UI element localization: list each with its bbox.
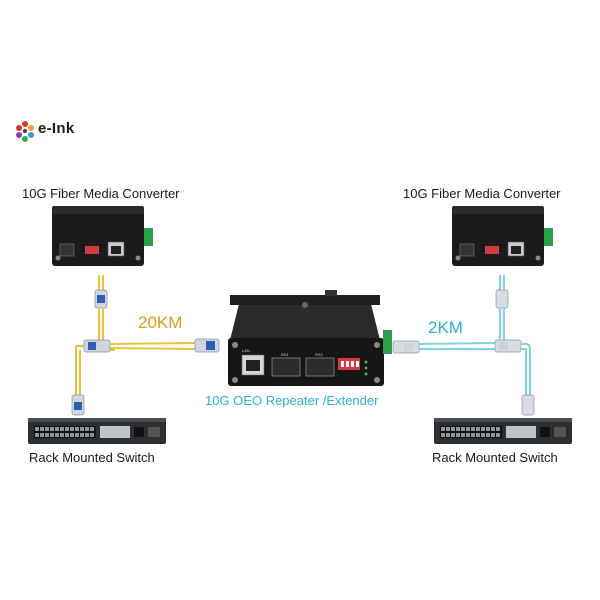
switch-port <box>65 433 69 437</box>
switch-port <box>441 427 445 431</box>
right-switch-label: Rack Mounted Switch <box>432 450 558 465</box>
switch-port <box>80 433 84 437</box>
left-switch-ports <box>34 426 160 438</box>
switch-port <box>85 433 89 437</box>
e-ink-logo-icon <box>16 121 34 142</box>
switch-port <box>456 433 460 437</box>
switch-port <box>491 427 495 431</box>
switch-port <box>45 433 49 437</box>
switch-port <box>90 427 94 431</box>
switch-port <box>466 427 470 431</box>
switch-port <box>90 433 94 437</box>
switch-port <box>75 433 79 437</box>
switch-port <box>476 427 480 431</box>
switch-port <box>486 427 490 431</box>
switch-port <box>496 433 500 437</box>
switch-port <box>451 433 455 437</box>
switch-port <box>451 427 455 431</box>
switch-port <box>45 427 49 431</box>
switch-port <box>476 433 480 437</box>
switch-port <box>461 427 465 431</box>
switch-port <box>466 433 470 437</box>
left-switch-label: Rack Mounted Switch <box>29 450 155 465</box>
oeo-repeater: LAN RX1 RX2 <box>228 290 392 386</box>
right-fiber-cable <box>392 275 535 416</box>
switch-port <box>446 427 450 431</box>
switch-port <box>471 433 475 437</box>
left-fiber-cable <box>71 275 220 416</box>
switch-port <box>80 427 84 431</box>
switch-port <box>50 433 54 437</box>
repeater-port1-text: RX1 <box>281 352 290 357</box>
switch-port <box>60 433 64 437</box>
switch-port <box>40 427 44 431</box>
switch-port <box>441 433 445 437</box>
switch-port <box>446 433 450 437</box>
switch-port <box>461 433 465 437</box>
switch-port <box>496 427 500 431</box>
switch-port <box>471 427 475 431</box>
switch-port <box>456 427 460 431</box>
switch-port <box>70 433 74 437</box>
right-converter-label: 10G Fiber Media Converter <box>403 186 561 201</box>
right-rack-switch <box>434 418 572 444</box>
brand-name: e-Ink <box>38 120 75 137</box>
switch-port <box>50 427 54 431</box>
switch-port <box>35 433 39 437</box>
left-converter-label: 10G Fiber Media Converter <box>22 186 180 201</box>
repeater-lan-text: LAN <box>242 348 250 353</box>
repeater-port2-text: RX2 <box>315 352 324 357</box>
switch-port <box>40 433 44 437</box>
right-distance-label: 2KM <box>428 318 463 337</box>
right-switch-ports <box>440 426 566 438</box>
switch-port <box>55 427 59 431</box>
switch-port <box>75 427 79 431</box>
left-rack-switch <box>28 418 166 444</box>
switch-port <box>481 433 485 437</box>
left-distance-label: 20KM <box>138 313 183 332</box>
right-media-converter <box>452 206 553 266</box>
switch-port <box>491 433 495 437</box>
switch-port <box>481 427 485 431</box>
left-media-converter <box>52 206 153 266</box>
switch-port <box>35 427 39 431</box>
switch-port <box>85 427 89 431</box>
switch-port <box>486 433 490 437</box>
switch-port <box>65 427 69 431</box>
repeater-label: 10G OEO Repeater /Extender <box>205 393 379 408</box>
switch-port <box>70 427 74 431</box>
switch-port <box>60 427 64 431</box>
switch-port <box>55 433 59 437</box>
